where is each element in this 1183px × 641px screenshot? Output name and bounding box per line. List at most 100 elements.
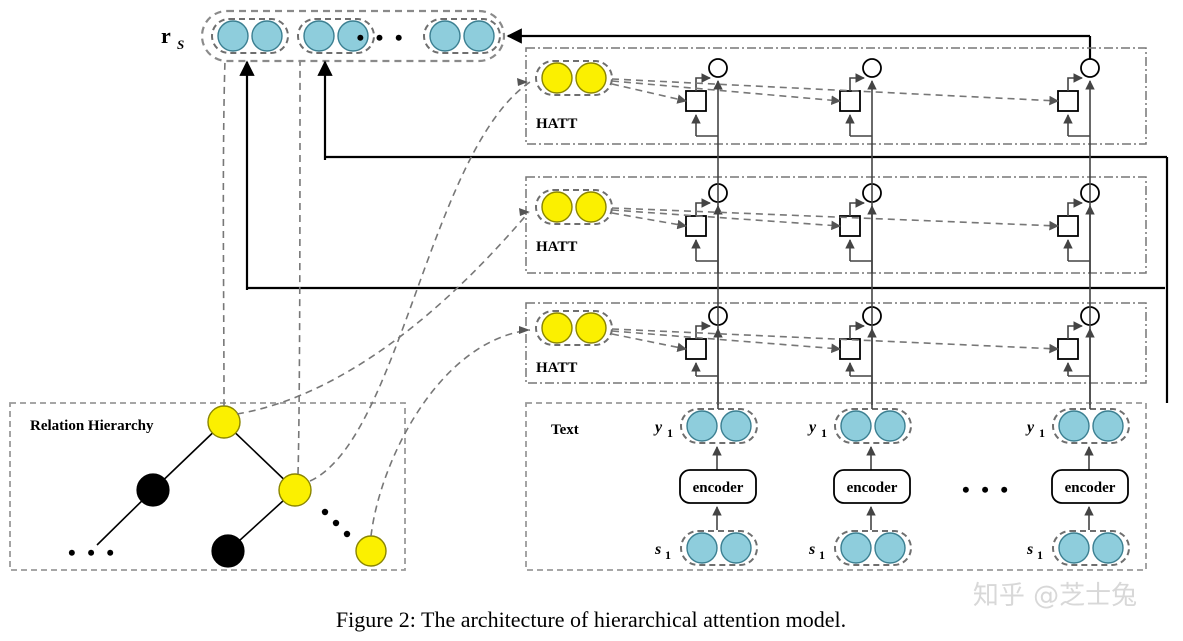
prod-to-sum-link <box>695 73 711 91</box>
arrow-into-hatt1 <box>517 78 528 86</box>
text-col-1-output-label: y <box>653 419 663 436</box>
hatt-row-2-box <box>525 176 1147 274</box>
att-flow-2 <box>611 209 841 231</box>
curve-leaf-to-hatt3 <box>370 329 531 537</box>
hatt-row-1-col-3 <box>1057 58 1100 144</box>
text-col-3-output-label: y <box>1025 419 1035 436</box>
rh-leaf-black-node <box>211 534 245 568</box>
text-col-2-encoder-label: encoder <box>847 480 898 496</box>
hatt-row-2-col-1 <box>685 183 728 273</box>
prod-to-sum-link <box>695 321 711 339</box>
hatt-row-1-capsule <box>535 60 613 96</box>
text-col-1-input-sub: 1 <box>665 548 671 562</box>
dot <box>321 508 329 516</box>
rs-group-2-capsule <box>297 18 375 54</box>
text-col-3-input-label: s <box>1026 541 1033 558</box>
product-node <box>1057 338 1079 360</box>
rs-ellipsis: • • • <box>356 25 405 50</box>
relation-hierarchy-box <box>9 402 406 571</box>
rs-outer-capsule <box>200 9 506 63</box>
text-col-2-input-sub: 1 <box>819 548 825 562</box>
text-unit <box>1092 532 1124 564</box>
text-panel-ellipsis: • • • <box>962 477 1011 502</box>
prod-to-sum-link <box>849 321 865 339</box>
prod-to-sum-link <box>695 198 711 216</box>
text-unit <box>1058 410 1090 442</box>
hatt-row-2: HATT <box>525 176 1147 274</box>
prod-to-sum-link <box>1067 321 1083 339</box>
text-col-3-encoder-box <box>1051 469 1129 504</box>
curve-mid-to-rs2 <box>297 61 301 475</box>
sum-node <box>708 58 728 78</box>
relation-hierarchy-label: Relation Hierarchy <box>30 418 154 434</box>
hatt-unit <box>575 312 607 344</box>
text-col-1: y 1 encoder s 1 <box>653 408 758 566</box>
att-flow-3 <box>611 207 1059 231</box>
product-node <box>839 215 861 237</box>
rh-leaf-yellow-node <box>355 535 387 567</box>
dot <box>332 519 340 527</box>
att-flow-2 <box>611 80 841 106</box>
text-unit <box>686 410 718 442</box>
text-col-1-output-capsule <box>680 408 758 444</box>
text-col-3-input-capsule <box>1052 530 1130 566</box>
hierarchy-curve-arrowheads <box>517 78 530 334</box>
arrow-into-hatt2 <box>519 208 530 216</box>
rs-unit <box>429 20 461 52</box>
text-col-2-output-label: y <box>807 419 817 436</box>
hatt-row-2-capsule <box>535 189 613 225</box>
rs-unit <box>303 20 335 52</box>
hatt-row-3-col-2 <box>839 306 882 405</box>
hatt-unit <box>541 312 573 344</box>
text-col-2-encoder-box <box>833 469 911 504</box>
rs-label-group: r S <box>161 23 184 52</box>
hatt-row-1-box <box>525 47 1147 145</box>
rs-unit <box>217 20 249 52</box>
dot <box>343 530 351 538</box>
watermark: 知乎 @芝士兔 <box>973 581 1137 611</box>
prod-to-sum-link <box>849 73 865 91</box>
product-node <box>685 215 707 237</box>
att-flow-1 <box>611 212 687 230</box>
rs-group-n <box>423 18 501 54</box>
text-unit <box>840 532 872 564</box>
text-col-3-output-sub: 1 <box>1039 426 1045 440</box>
rs-unit <box>463 20 495 52</box>
hatt-row-3-label: HATT <box>536 360 577 376</box>
hatt-unit <box>575 191 607 223</box>
hatt-row-1-label: HATT <box>536 116 577 132</box>
hatt-row-3-box <box>525 302 1147 384</box>
rh-mid-right-node <box>278 473 312 507</box>
rs-group-1-capsule <box>211 18 289 54</box>
hatt-row-3-col-1 <box>685 306 728 405</box>
text-col-1-encoder-label: encoder <box>693 480 744 496</box>
rs-unit <box>337 20 369 52</box>
rs-output-block <box>200 9 506 63</box>
text-panel-label: Text <box>551 422 579 438</box>
curve-mid-to-hatt1 <box>309 81 531 482</box>
curve-root-to-rs <box>222 59 226 407</box>
rs-unit <box>251 20 283 52</box>
rs-label: r <box>161 23 171 48</box>
figure-caption: Figure 2: The architecture of hierarchic… <box>336 607 846 632</box>
relation-hierarchy-panel: Relation Hierarchy • • • <box>9 402 406 571</box>
hatt-unit <box>575 62 607 94</box>
product-node <box>1057 90 1079 112</box>
text-col-2-output-capsule <box>834 408 912 444</box>
text-panel-box <box>525 402 1147 571</box>
curve-root-to-hatt2 <box>236 212 529 415</box>
sum-node <box>862 58 882 78</box>
hatt-row-3-capsule <box>535 310 613 346</box>
hatt-row-2-col-3 <box>1057 183 1100 273</box>
text-col-2-input-capsule <box>834 530 912 566</box>
product-node <box>839 90 861 112</box>
rs-label-subscript: S <box>177 37 184 52</box>
hatt-row-3-col-3 <box>1057 306 1100 405</box>
hierarchy-attention-curves <box>222 59 531 537</box>
prod-to-sum-link <box>1067 73 1083 91</box>
att-flow-2 <box>611 330 841 354</box>
prod-to-sum-link <box>1067 198 1083 216</box>
solid-connection-row2 <box>239 60 1165 290</box>
text-col-1-encoder-box <box>679 469 757 504</box>
